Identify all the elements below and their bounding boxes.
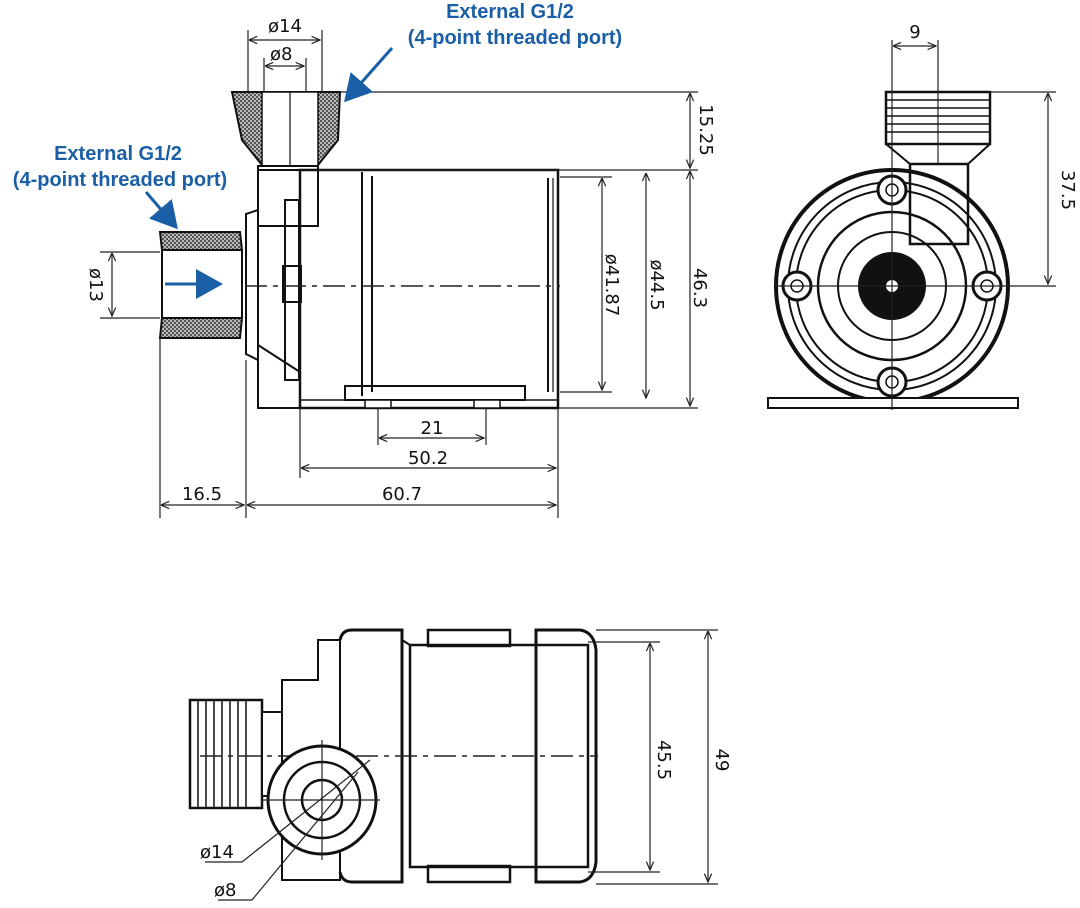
dim-overall-width: 49 [711, 749, 732, 772]
dim-top-outlet-inner-dia: ø8 [214, 880, 236, 901]
callout-top-port: External G1/2 (4-point threaded port) [344, 1, 622, 103]
svg-text:External G1/2: External G1/2 [54, 143, 182, 165]
dim-top-outlet-outer-dia: ø14 [200, 842, 234, 863]
svg-text:External G1/2: External G1/2 [446, 1, 574, 23]
dim-outlet-outer-dia: ø14 [268, 16, 302, 37]
svg-text:(4-point threaded port): (4-point threaded port) [13, 169, 227, 191]
dim-inlet-dia: ø13 [85, 268, 106, 302]
dim-outlet-center-height: 37.5 [1057, 170, 1078, 210]
svg-text:(4-point threaded port): (4-point threaded port) [408, 27, 622, 49]
side-inlet-fitting [158, 231, 244, 339]
motor-body [298, 168, 560, 410]
dim-body-length: 60.7 [382, 484, 422, 505]
callout-side-port: External G1/2 (4-point threaded port) [13, 143, 227, 230]
dim-foot-hole-spacing: 21 [421, 418, 444, 439]
dim-inlet-length: 16.5 [182, 484, 222, 505]
dim-outlet-height: 15.25 [695, 104, 716, 156]
dim-body-inner-dia: ø41.87 [601, 254, 622, 317]
top-view: 45.5 49 ø14 ø8 [188, 628, 732, 901]
dim-body-outer-dia: ø44.5 [646, 259, 667, 310]
dim-total-height: 46.3 [689, 268, 710, 308]
dim-top-body-dia: 45.5 [653, 740, 674, 780]
dim-outlet-inner-dia: ø8 [270, 44, 292, 65]
front-view: 9 37.5 [767, 22, 1078, 410]
side-dimensions [100, 30, 698, 518]
side-view: ø14 ø8 ø13 15.25 ø41.87 ø44.5 46.3 21 50… [13, 1, 716, 518]
dim-outlet-offset: 9 [909, 22, 920, 43]
dim-base-length: 50.2 [408, 448, 448, 469]
